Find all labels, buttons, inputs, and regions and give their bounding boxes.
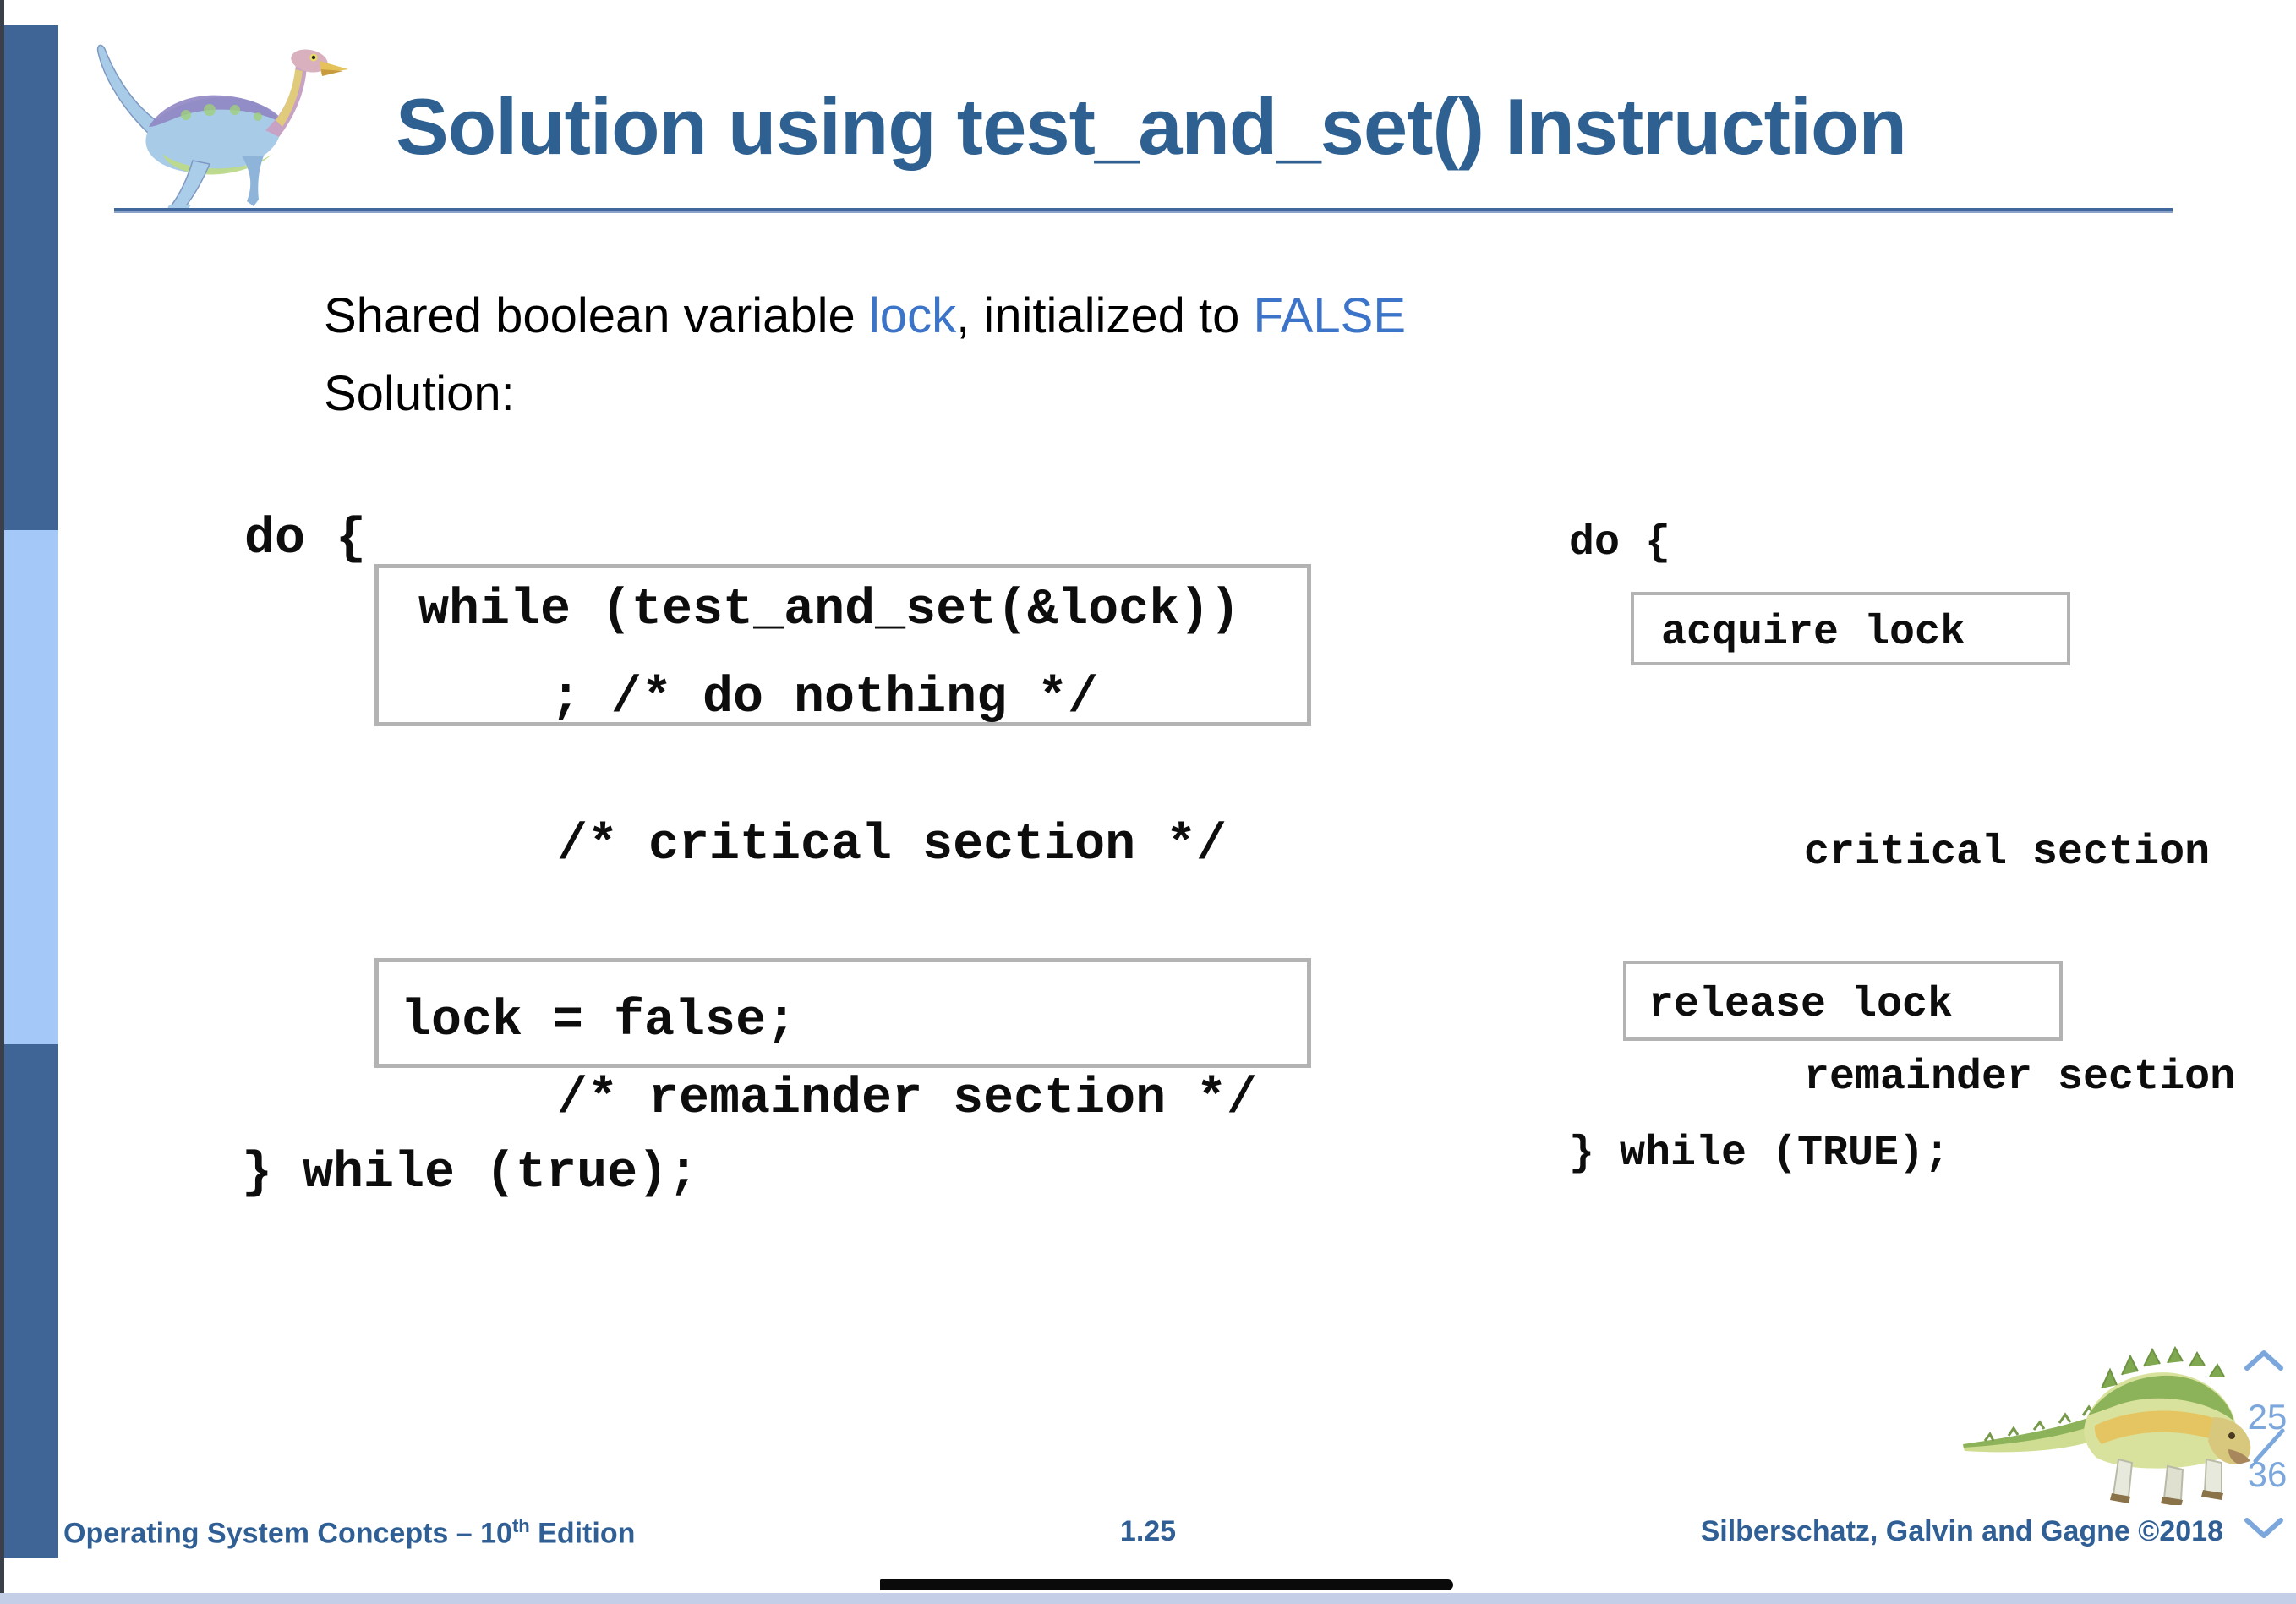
- footer-edition-text: Edition: [529, 1517, 636, 1550]
- sidebar-accent-bar: [4, 25, 58, 1558]
- chevron-up-icon[interactable]: [2242, 1348, 2286, 1373]
- chevron-down-icon[interactable]: [2242, 1515, 2286, 1541]
- sidebar-segment-dark-bottom: [4, 1044, 58, 1558]
- slide-left-border: [0, 0, 4, 1604]
- left-code-do-open: do {: [244, 511, 367, 568]
- right-critical-section-label: critical section: [1804, 829, 2211, 877]
- footer-authors: Silberschatz, Galvin and Gagne ©2018: [1700, 1515, 2223, 1547]
- release-lock-box: release lock: [1623, 961, 2063, 1041]
- page-title: Solution using test_and_set() Instructio…: [396, 82, 1907, 171]
- left-code-do-close: } while (true);: [242, 1145, 699, 1202]
- left-critical-section-comment: /* critical section */: [557, 817, 1227, 874]
- right-code-do-open: do {: [1569, 519, 1671, 567]
- solution-label: Solution:: [324, 366, 515, 421]
- dinosaur-footer-icon: [1963, 1345, 2251, 1505]
- bullet-middle: , initialized to: [956, 288, 1254, 343]
- left-code-do-nothing-line: ; /* do nothing */: [550, 670, 1099, 727]
- left-code-lock-false-line: lock = false;: [401, 993, 797, 1050]
- slash-icon: [2253, 1428, 2285, 1464]
- sidebar-segment-dark-top: [4, 25, 58, 530]
- footer-edition-sup: th: [511, 1515, 530, 1536]
- footer-book-title-text: Operating System Concepts – 10: [63, 1517, 512, 1550]
- bullet-prefix: Shared boolean variable: [324, 288, 869, 343]
- right-code-do-close: } while (TRUE);: [1569, 1130, 1950, 1178]
- sidebar-segment-light: [4, 530, 58, 1044]
- right-remainder-section-label: remainder section: [1804, 1054, 2236, 1102]
- left-code-while-line: while (test_and_set(&lock)): [418, 582, 1241, 639]
- title-divider: [114, 208, 2173, 213]
- bottom-edge-strip: [0, 1593, 2296, 1604]
- lock-false-box: lock = false;: [374, 958, 1311, 1068]
- initial-value: FALSE: [1253, 288, 1407, 343]
- footer-book-title: Operating System Concepts – 10th Edition: [63, 1515, 635, 1550]
- variable-name: lock: [868, 288, 957, 343]
- release-lock-label: release lock: [1648, 981, 1954, 1029]
- acquire-lock-label: acquire lock: [1661, 609, 1966, 657]
- progress-scrub-bar[interactable]: [880, 1579, 1453, 1590]
- footer-slide-number: 1.25: [1119, 1515, 1177, 1547]
- bullet-shared-variable: Shared boolean variable lock, initialize…: [324, 287, 1406, 344]
- pager-total-pages: 36: [2247, 1454, 2288, 1494]
- acquire-lock-box: acquire lock: [1631, 592, 2070, 665]
- busy-wait-box: while (test_and_set(&lock)) ; /* do noth…: [374, 564, 1311, 727]
- dinosaur-logo-icon: [96, 44, 348, 213]
- left-remainder-section-comment: /* remainder section */: [557, 1070, 1258, 1128]
